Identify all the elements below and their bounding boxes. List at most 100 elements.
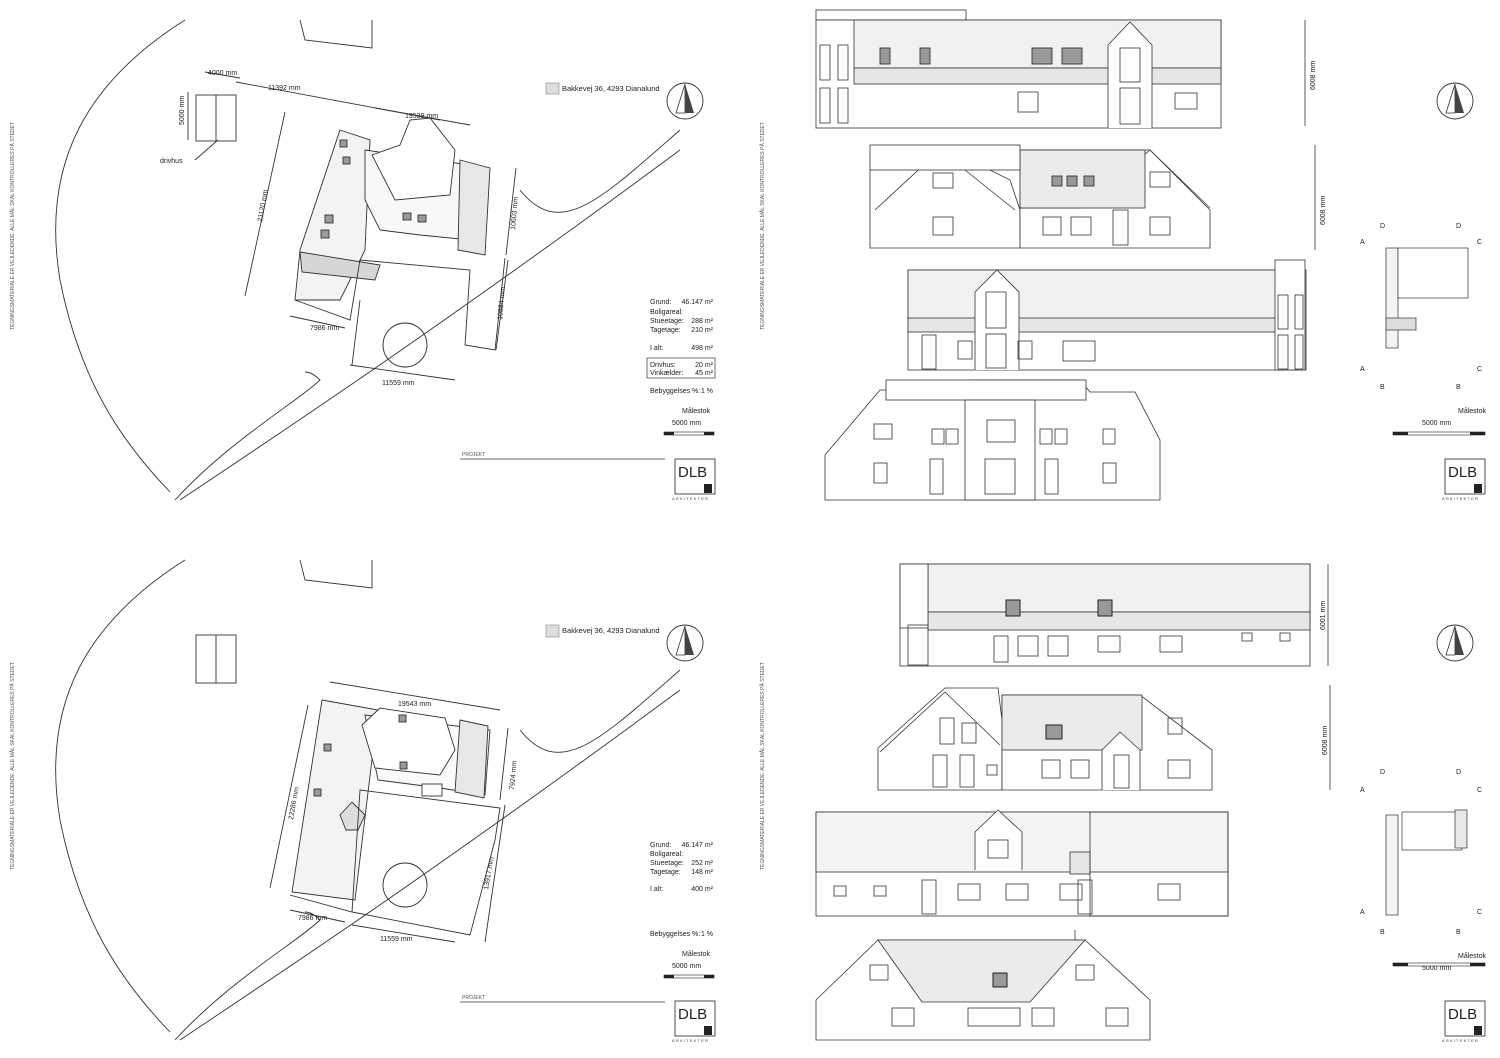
coverage-label: Bebyggelses %:	[650, 388, 700, 395]
key-letter: D	[1456, 769, 1461, 776]
scale-bar: Målestok 5000 mm	[1392, 407, 1487, 436]
logo-text: DLB	[1448, 464, 1477, 481]
coverage-value: 1 %	[701, 388, 713, 395]
area-label: Boligareal:	[650, 851, 683, 858]
svg-text:TEGNINGSMATERIALE ER VEJLEDEND: TEGNINGSMATERIALE ER VEJLEDENDE. ALLE MÅ…	[759, 662, 766, 870]
dim-bottom-right: 11559 mm	[380, 936, 413, 943]
key-letter: B	[1380, 384, 1385, 391]
dim-gap-top: 11392 mm	[268, 85, 301, 92]
height-label: 6008 mm	[1320, 196, 1327, 225]
area-label: Grund:	[650, 842, 671, 849]
scale-label: Målestok	[1458, 952, 1487, 960]
address-label: Bakkevej 36, 4293 Dianalund	[562, 84, 660, 93]
site-plan-drawing: TEGNINGSMATERIALE ER VEJLEDENDE. ALLE MÅ…	[9, 19, 716, 501]
sheet-site-plan-existing: TEGNINGSMATERIALE ER VEJLEDENDE. ALLE MÅ…	[0, 0, 750, 520]
area-value: 45 m²	[695, 370, 714, 377]
sheet-elevations-proposed: TEGNINGSMATERIALE ER VEJLEDENDE. ALLE MÅ…	[750, 540, 1500, 1058]
key-letter: A	[1360, 239, 1365, 246]
dim-house-left: 21120 mm	[257, 189, 270, 222]
dlb-logo: DLB ARKITEKTER	[672, 458, 716, 501]
area-label: Grund:	[650, 299, 671, 306]
area-label: Tagetage:	[650, 869, 681, 876]
north-arrow-icon	[666, 82, 704, 120]
dim-greenhouse-h: 5000 mm	[179, 96, 186, 125]
key-letter: C	[1477, 909, 1482, 916]
height-label: 6008 mm	[1322, 726, 1329, 755]
area-value: 252 m²	[691, 860, 713, 867]
logo-subtitle: ARKITEKTER	[1442, 1038, 1479, 1043]
dim-wing-right: 13917 mm	[483, 856, 496, 890]
logo-text: DLB	[1448, 1006, 1477, 1023]
key-letter: D	[1456, 223, 1461, 230]
project-label: PROJEKT	[462, 452, 485, 458]
area-label: Boligareal:	[650, 309, 683, 316]
dim-house-right: 10603 mm	[510, 196, 520, 230]
dlb-logo: DLB ARKITEKTER	[672, 1000, 716, 1043]
area-label: I alt:	[650, 345, 663, 352]
dim-house-right: 7924 mm	[509, 760, 519, 790]
dim-greenhouse-w: 4000 mm	[208, 70, 237, 77]
key-letter: A	[1360, 787, 1365, 794]
dim-wing-right: 10584 mm	[497, 286, 507, 320]
scale-bar: Målestok 5000 mm	[663, 407, 715, 436]
key-letter: B	[1456, 384, 1461, 391]
key-letter: C	[1477, 787, 1482, 794]
area-label: Drivhus:	[650, 362, 676, 369]
key-letter: B	[1456, 929, 1461, 936]
area-value: 46.147 m²	[681, 299, 713, 306]
logo-text: DLB	[678, 464, 707, 481]
logo-subtitle: ARKITEKTER	[672, 496, 709, 501]
dim-house-top: 19539 mm	[405, 113, 438, 120]
dim-bottom-right: 11559 mm	[382, 380, 415, 387]
svg-text:TEGNINGSMATERIALE ER VEJLEDEND: TEGNINGSMATERIALE ER VEJLEDENDE. ALLE MÅ…	[9, 122, 16, 330]
svg-text:TEGNINGSMATERIALE ER VEJLEDEND: TEGNINGSMATERIALE ER VEJLEDENDE. ALLE MÅ…	[759, 122, 766, 330]
dim-bottom-left: 7986 mm	[298, 915, 327, 922]
area-label: Tagetage:	[650, 327, 681, 334]
area-value: 498 m²	[691, 345, 713, 352]
key-plan	[1385, 247, 1469, 349]
project-label: PROJEKT	[462, 995, 485, 1001]
scale-bar: Målestok 5000 mm	[663, 950, 715, 979]
area-label: Stueetage:	[650, 860, 684, 867]
sheet-site-plan-proposed: TEGNINGSMATERIALE ER VEJLEDENDE. ALLE MÅ…	[0, 540, 750, 1058]
sheet-elevations-existing: TEGNINGSMATERIALE ER VEJLEDENDE. ALLE MÅ…	[750, 0, 1500, 520]
scale-value: 5000 mm	[1422, 420, 1451, 427]
area-value: 210 m²	[691, 327, 713, 334]
scale-bar: Målestok 5000 mm	[1392, 952, 1487, 972]
site-plan-drawing: TEGNINGSMATERIALE ER VEJLEDENDE. ALLE MÅ…	[9, 559, 716, 1043]
logo-subtitle: ARKITEKTER	[1442, 496, 1479, 501]
area-value: 46.147 m²	[681, 842, 713, 849]
coverage-value: 1 %	[701, 931, 713, 938]
key-letter: C	[1477, 239, 1482, 246]
area-value: 288 m²	[691, 318, 713, 325]
areas-table: Grund: 46.147 m² Boligareal: Stueetage: …	[646, 299, 716, 395]
area-label: Vinkælder:	[650, 370, 683, 377]
elevations-drawing: TEGNINGSMATERIALE ER VEJLEDENDE. ALLE MÅ…	[759, 563, 1487, 1043]
scale-value: 5000 mm	[1422, 965, 1451, 972]
key-letter: A	[1360, 366, 1365, 373]
logo-subtitle: ARKITEKTER	[672, 1038, 709, 1043]
north-arrow-icon	[666, 624, 704, 662]
scale-value: 5000 mm	[672, 963, 701, 970]
greenhouse-label: drivhus	[160, 158, 183, 165]
area-value: 400 m²	[691, 886, 713, 893]
key-plan	[1385, 809, 1468, 916]
key-letter: D	[1380, 769, 1385, 776]
area-value: 20 m²	[695, 362, 714, 369]
dim-house-top: 19543 mm	[398, 701, 431, 708]
address-label: Bakkevej 36, 4293 Dianalund	[562, 626, 660, 635]
areas-table: Grund: 46.147 m² Boligareal: Stueetage: …	[650, 842, 714, 938]
svg-text:TEGNINGSMATERIALE ER VEJLEDEND: TEGNINGSMATERIALE ER VEJLEDENDE. ALLE MÅ…	[9, 662, 16, 870]
dlb-logo: DLB ARKITEKTER	[1442, 1000, 1486, 1043]
key-letter: C	[1477, 366, 1482, 373]
area-label: Stueetage:	[650, 318, 684, 325]
key-letter: A	[1360, 909, 1365, 916]
dlb-logo: DLB ARKITEKTER	[1442, 458, 1486, 501]
key-letter: B	[1380, 929, 1385, 936]
logo-text: DLB	[678, 1006, 707, 1023]
elevations-drawing: TEGNINGSMATERIALE ER VEJLEDENDE. ALLE MÅ…	[759, 9, 1487, 501]
north-arrow-icon	[1436, 82, 1474, 120]
north-arrow-icon	[1436, 624, 1474, 662]
scale-label: Målestok	[1458, 407, 1487, 415]
area-label: I alt:	[650, 886, 663, 893]
